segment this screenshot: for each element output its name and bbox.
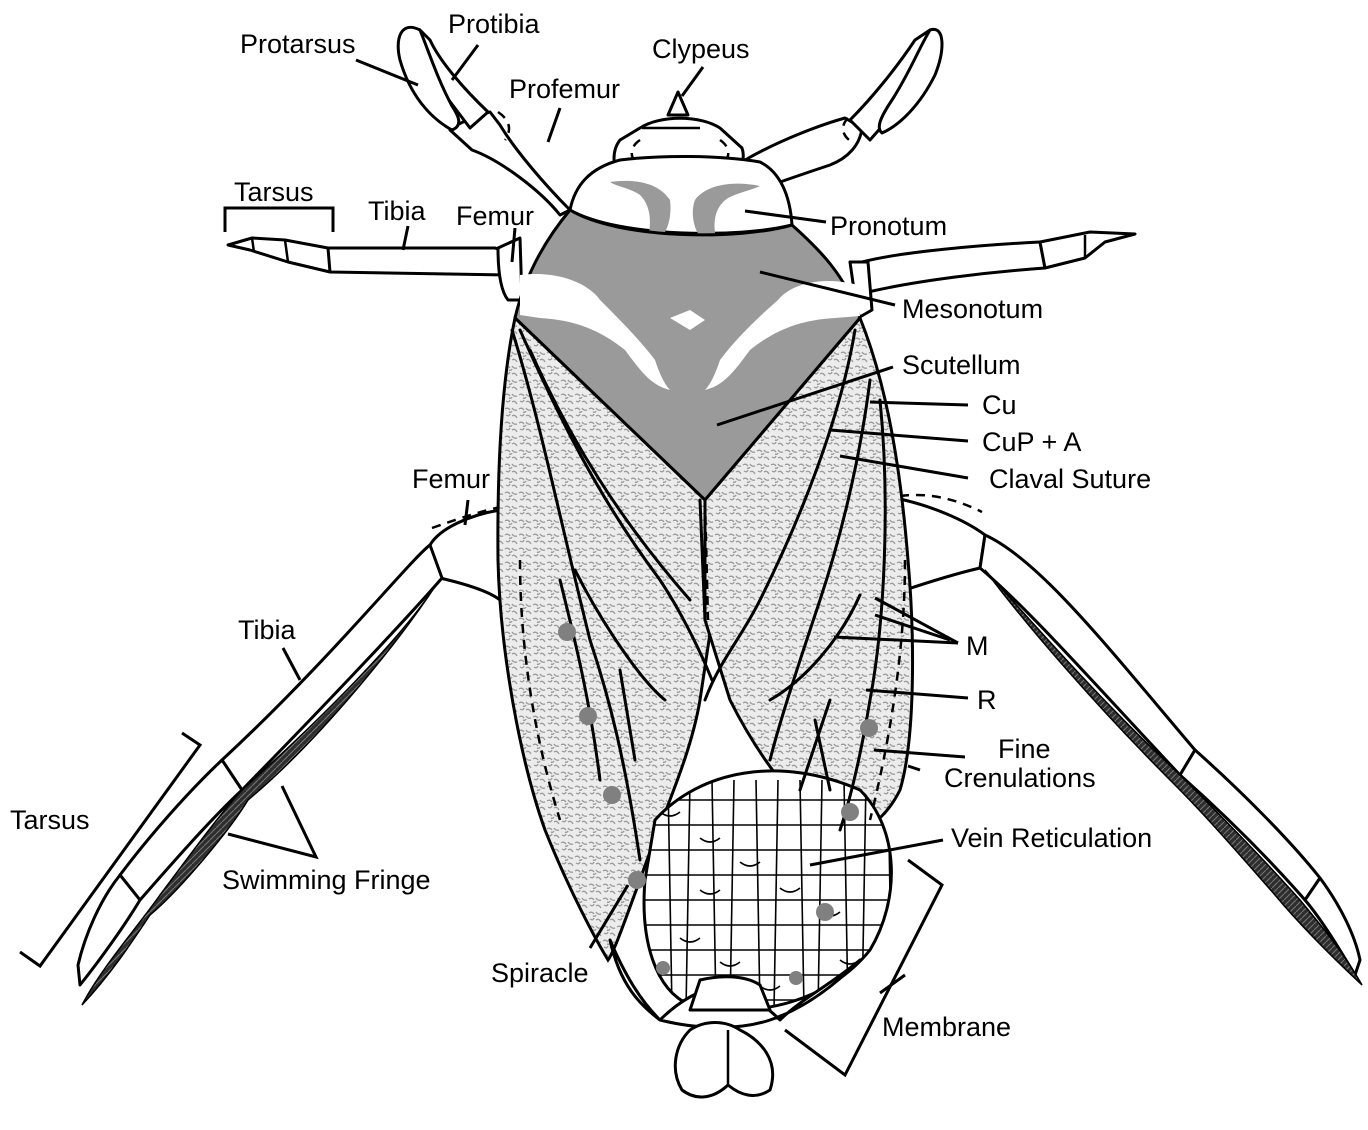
label-clypeus: Clypeus bbox=[652, 34, 750, 64]
hind-leg-left bbox=[78, 506, 505, 1005]
label-tibia-hind: Tibia bbox=[238, 615, 297, 645]
label-crenulations: Crenulations bbox=[944, 763, 1096, 793]
label-protibia: Protibia bbox=[448, 9, 541, 39]
label-cu: Cu bbox=[982, 390, 1017, 420]
label-mesonotum: Mesonotum bbox=[902, 294, 1043, 324]
label-spiracle: Spiracle bbox=[491, 958, 589, 988]
label-m: M bbox=[966, 631, 989, 661]
label-tibia-mid: Tibia bbox=[368, 196, 427, 226]
label-r: R bbox=[977, 685, 997, 715]
label-femur-hind: Femur bbox=[412, 464, 490, 494]
label-tarsus-mid: Tarsus bbox=[234, 177, 314, 207]
front-leg-left bbox=[398, 27, 570, 215]
front-leg-right bbox=[745, 29, 942, 195]
label-vein-reticulation: Vein Reticulation bbox=[951, 823, 1152, 853]
label-tarsus-hind: Tarsus bbox=[10, 805, 90, 835]
label-scutellum: Scutellum bbox=[902, 350, 1021, 380]
label-swimming-fringe: Swimming Fringe bbox=[222, 865, 431, 895]
mid-leg-left bbox=[228, 238, 522, 300]
label-claval-suture: Claval Suture bbox=[989, 464, 1151, 494]
label-protarsus: Protarsus bbox=[240, 29, 356, 59]
label-femur-mid: Femur bbox=[456, 201, 534, 231]
membrane bbox=[644, 771, 900, 1010]
label-cup-a: CuP + A bbox=[982, 427, 1081, 457]
label-fine: Fine bbox=[998, 734, 1051, 764]
label-profemur: Profemur bbox=[509, 74, 620, 104]
hind-leg-right bbox=[895, 495, 1362, 985]
label-pronotum: Pronotum bbox=[830, 211, 947, 241]
label-membrane: Membrane bbox=[882, 1012, 1011, 1042]
